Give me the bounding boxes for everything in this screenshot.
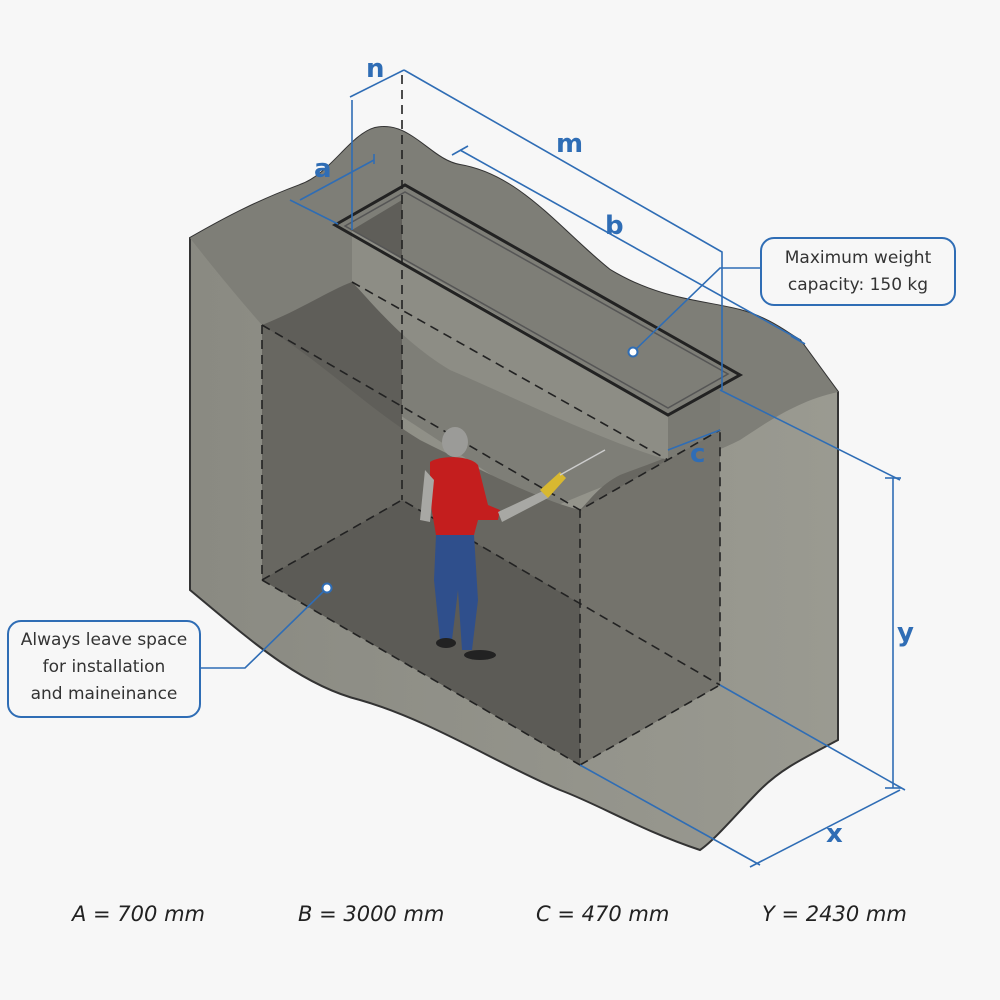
dim-label-x: x: [826, 819, 843, 849]
callout-line: Always leave space: [20, 630, 188, 650]
installation-space-callout: Always leave space for installation and …: [7, 620, 201, 718]
hidden-edges: [261, 75, 721, 767]
dimension-lines: [200, 69, 906, 868]
dim-label-n: n: [366, 54, 385, 84]
weight-capacity-callout: Maximum weight capacity: 150 kg: [760, 237, 956, 306]
spec-y: Y = 2430 mm: [762, 902, 907, 926]
spec-b: B = 3000 mm: [298, 902, 445, 926]
callout-line: capacity: 150 kg: [787, 275, 929, 295]
dim-label-c: c: [690, 439, 705, 469]
spec-a: A = 700 mm: [72, 902, 205, 926]
trench-wall: [352, 230, 668, 460]
callout-line: for installation: [42, 657, 166, 677]
spec-c: C = 470 mm: [536, 902, 670, 926]
dim-label-m: m: [556, 129, 583, 159]
dim-label-a: a: [314, 154, 332, 184]
callout-line: Maximum weight: [784, 248, 932, 268]
hatch-frame: [331, 183, 744, 417]
dim-label-y: y: [897, 618, 914, 648]
trench-end: [668, 385, 720, 460]
hatch-inner-edge: [343, 191, 730, 409]
callout-line: and maineinance: [30, 684, 178, 704]
space-marker: [321, 582, 333, 594]
weight-marker: [627, 346, 639, 358]
cavity-right-wall: [580, 430, 720, 765]
person-figure: [420, 427, 606, 660]
dim-label-b: b: [605, 211, 624, 241]
